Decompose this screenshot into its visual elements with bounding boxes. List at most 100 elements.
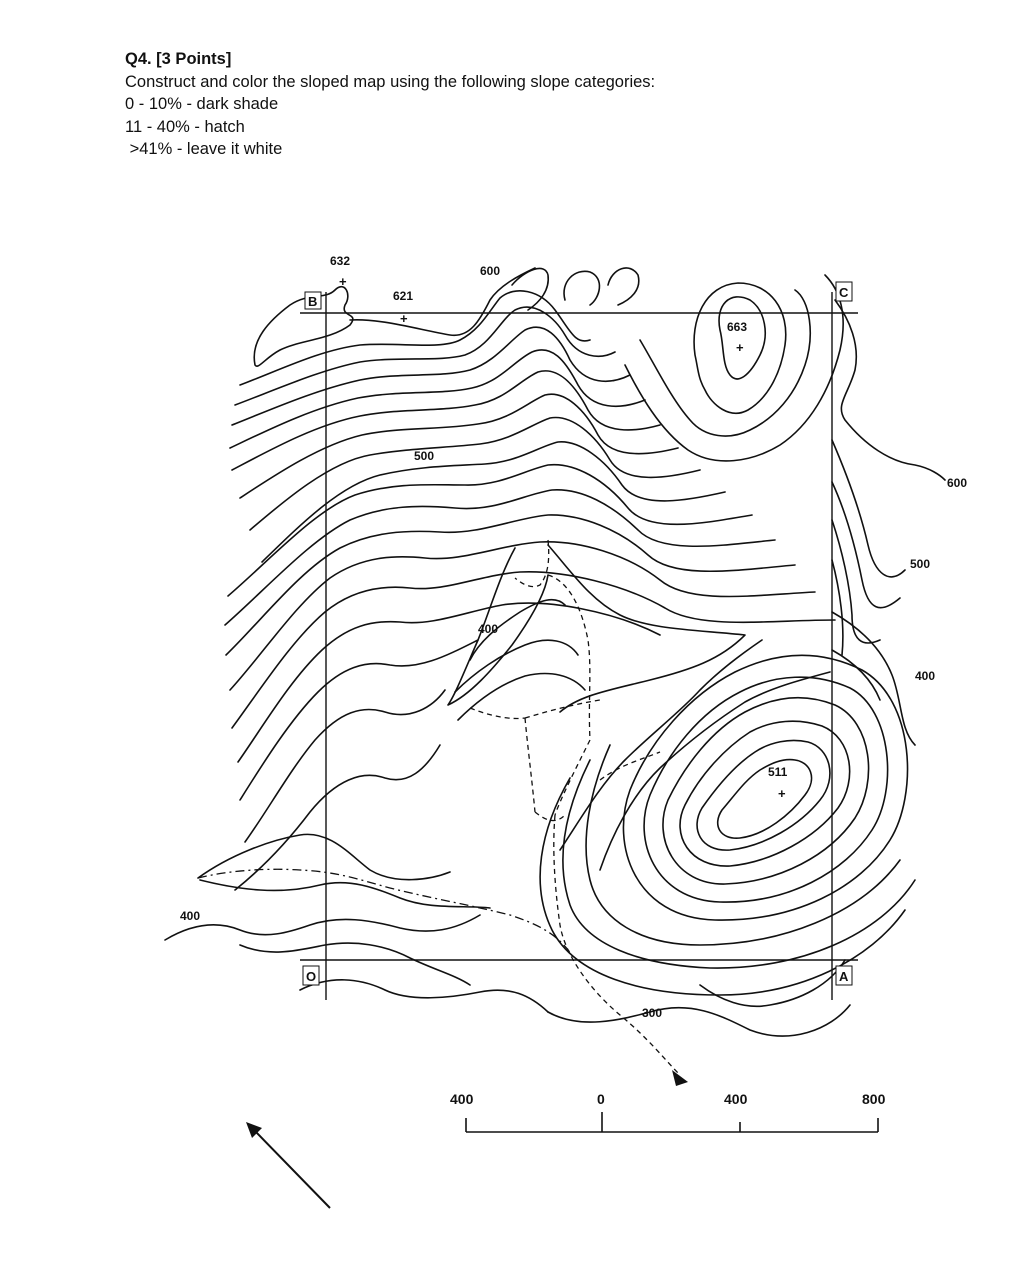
contour-line — [539, 777, 906, 996]
contour-line — [662, 696, 870, 885]
slope-category-2: 11 - 40% - hatch — [125, 117, 245, 136]
contour-line — [454, 639, 579, 693]
spot-height-label: 621 — [393, 289, 413, 303]
contour-line — [231, 326, 631, 426]
spot-height-cross-icon: + — [339, 274, 347, 289]
arrowhead-icon — [672, 1070, 688, 1086]
north-arrow-icon — [246, 1122, 331, 1209]
contour-line — [831, 559, 844, 656]
spot-heights: 632 + 621 + 663 + 511 + — [330, 254, 788, 801]
contour-line — [239, 393, 679, 499]
map-frame — [300, 292, 858, 1000]
contour-line — [624, 274, 844, 462]
contour-line — [831, 439, 906, 578]
contour-line — [679, 720, 851, 867]
contour-line — [831, 649, 881, 701]
contour-line — [224, 489, 776, 626]
contour-line — [239, 290, 591, 386]
contour-line — [716, 758, 813, 839]
contour-line — [249, 416, 701, 531]
contour-line — [299, 979, 549, 1013]
contour-line — [599, 671, 831, 871]
spot-height-cross-icon: + — [778, 786, 786, 801]
scale-label: 0 — [597, 1091, 605, 1107]
contour-line — [164, 914, 481, 941]
contour-line — [718, 296, 766, 380]
contour-label: 600 — [947, 476, 967, 490]
contour-line — [559, 639, 763, 851]
contour-label: 500 — [414, 449, 434, 463]
contour-line — [447, 547, 549, 706]
contour-line — [639, 289, 811, 437]
contour-line — [699, 959, 846, 1008]
contour-line — [547, 1004, 851, 1037]
contour-line — [349, 267, 536, 336]
contour-line — [261, 441, 726, 563]
question-instruction: Construct and color the sloped map using… — [125, 72, 656, 91]
drainage-lines — [197, 539, 688, 1086]
contour-label: 300 — [642, 1006, 662, 1020]
contour-label: 600 — [480, 264, 500, 278]
contour-label: 400 — [478, 622, 498, 636]
contour-line — [197, 833, 451, 881]
contour-label: 400 — [180, 909, 200, 923]
ridge-line — [197, 868, 576, 961]
corner-label-c: C — [839, 285, 849, 300]
contour-line — [229, 541, 816, 691]
scale-bar: 400 0 400 800 — [450, 1091, 886, 1133]
corner-label-b: B — [308, 294, 317, 309]
contour-line — [457, 672, 586, 721]
stream-line — [514, 539, 591, 741]
contour-labels: 600 500 400 600 500 400 400 300 — [180, 264, 967, 1020]
contour-line — [227, 463, 753, 597]
stream-line — [524, 717, 566, 822]
contour-line — [239, 942, 471, 986]
contour-line — [831, 519, 881, 644]
corner-label-a: A — [839, 969, 849, 984]
contour-line — [563, 270, 601, 306]
contour-line — [696, 739, 831, 851]
contour-line — [693, 282, 787, 415]
scale-label: 800 — [862, 1091, 886, 1107]
contour-lines — [164, 267, 946, 1037]
contour-line — [831, 481, 901, 609]
question-block: Q4. [3 Points] Construct and color the s… — [125, 48, 655, 161]
corner-box-b — [304, 291, 322, 310]
contour-line — [643, 676, 889, 903]
contour-line — [585, 744, 901, 946]
contour-label: 400 — [915, 669, 935, 683]
north-arrow-head — [246, 1122, 262, 1138]
contour-line — [607, 267, 640, 306]
slope-category-1: 0 - 10% - dark shade — [125, 95, 279, 113]
contour-line — [229, 349, 646, 449]
contour-line — [237, 602, 661, 763]
contour-line — [239, 639, 479, 801]
contour-line — [234, 306, 616, 406]
contour-line — [547, 544, 746, 713]
stream-line — [553, 814, 681, 1076]
spot-height-cross-icon: + — [400, 311, 408, 326]
contour-label: 500 — [910, 557, 930, 571]
contour-line — [234, 744, 441, 891]
contour-line — [231, 571, 836, 729]
corner-box-c — [835, 281, 853, 302]
spot-height-label: 663 — [727, 320, 747, 334]
contour-line — [511, 267, 550, 311]
spot-height-label: 511 — [768, 765, 788, 779]
contour-line — [622, 654, 909, 921]
contour-line — [562, 759, 916, 969]
question-title: Q4. [3 Points] — [125, 50, 232, 68]
slope-category-3: >41% - leave it white — [125, 140, 283, 158]
corner-label-o: O — [306, 969, 316, 984]
scale-label: 400 — [724, 1091, 748, 1107]
contour-line — [244, 689, 446, 843]
contour-line — [253, 285, 354, 367]
spot-height-label: 632 — [330, 254, 350, 268]
corner-labels: B C O A — [302, 281, 853, 986]
contour-line — [231, 370, 661, 471]
scale-label: 400 — [450, 1091, 474, 1107]
contour-line — [225, 514, 796, 656]
contour-line — [831, 611, 916, 746]
stream-line — [469, 699, 601, 816]
